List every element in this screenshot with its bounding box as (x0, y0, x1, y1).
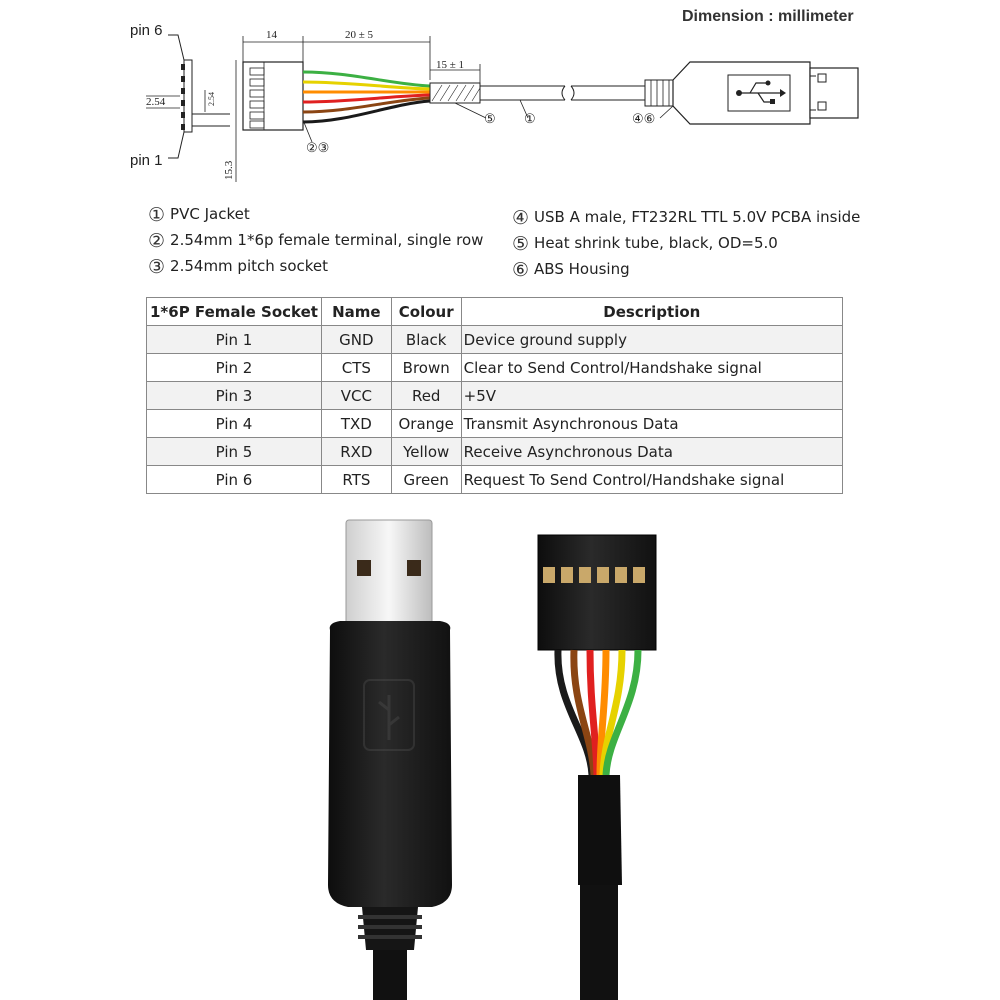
strain-relief (644, 79, 674, 107)
callout-jacket: ① (524, 111, 536, 126)
cell-pin: Pin 1 (146, 325, 322, 354)
pin1-label: pin 1 (130, 152, 163, 169)
cell-description: Device ground supply (460, 325, 844, 354)
cell-colour: Black (390, 325, 462, 354)
cell-colour: Red (390, 381, 462, 410)
wire-bundle (302, 70, 431, 124)
cell-pin: Pin 5 (146, 437, 322, 466)
cell-description: Receive Asynchronous Data (460, 437, 844, 466)
female-header-photo (537, 534, 657, 1000)
cell-description: Transmit Asynchronous Data (460, 409, 844, 438)
header-colour: Colour (390, 297, 462, 326)
table-row: Pin 6 RTS Green Request To Send Control/… (146, 465, 844, 494)
pin6-label: pin 6 (130, 22, 163, 39)
cable-dimension-drawing: 2.54 2.54 15.3 14 20 ± 5 15 ± 1 (146, 29, 859, 182)
pin-header-side-view (181, 59, 230, 133)
dim-tube-length: 15 ± 1 (436, 59, 464, 71)
cell-name: VCC (320, 381, 392, 410)
cell-name: CTS (320, 353, 392, 382)
cell-description: Request To Send Control/Handshake signal (460, 465, 844, 494)
usb-icon (727, 74, 791, 112)
dim-small: 2.54 (207, 92, 216, 106)
callout-socket: ②③ (306, 140, 329, 155)
dim-socket-length: 14 (266, 29, 278, 41)
product-photo (328, 519, 657, 1000)
callout-housing: ④⑥ (632, 111, 655, 126)
table-row: Pin 1 GND Black Device ground supply (146, 325, 844, 354)
cell-colour: Orange (390, 409, 462, 438)
header-socket: 1*6P Female Socket (146, 297, 322, 326)
table-row: Pin 2 CTS Brown Clear to Send Control/Ha… (146, 353, 844, 382)
cell-colour: Green (390, 465, 462, 494)
socket-body (242, 61, 304, 131)
dimension-title: Dimension : millimeter (682, 8, 854, 25)
cell-name: RTS (320, 465, 392, 494)
table-header-row: 1*6P Female Socket Name Colour Descripti… (146, 297, 844, 326)
table-row: Pin 3 VCC Red +5V (146, 381, 844, 410)
table-row: Pin 5 RXD Yellow Receive Asynchronous Da… (146, 437, 844, 466)
cable-jacket (480, 85, 645, 101)
cell-pin: Pin 4 (146, 409, 322, 438)
cell-description: Clear to Send Control/Handshake signal (460, 353, 844, 382)
table-row: Pin 4 TXD Orange Transmit Asynchronous D… (146, 409, 844, 438)
header-description: Description (460, 297, 844, 326)
cell-name: RXD (320, 437, 392, 466)
cell-description: +5V (460, 381, 844, 410)
cell-colour: Brown (390, 353, 462, 382)
cell-colour: Yellow (390, 437, 462, 466)
dim-height: 15.3 (223, 160, 235, 180)
dim-wire-length: 20 ± 5 (345, 29, 374, 41)
cell-pin: Pin 6 (146, 465, 322, 494)
cell-pin: Pin 3 (146, 381, 322, 410)
callout-tube: ⑤ (484, 111, 496, 126)
heat-shrink-tube (429, 82, 481, 104)
pinout-table: 1*6P Female Socket Name Colour Descripti… (146, 297, 844, 494)
cell-name: TXD (320, 409, 392, 438)
cell-pin: Pin 2 (146, 353, 322, 382)
dim-pitch: 2.54 (146, 96, 166, 108)
usb-plug-photo (328, 519, 452, 1000)
usb-icon (363, 679, 415, 751)
cell-name: GND (320, 325, 392, 354)
header-name: Name (320, 297, 392, 326)
